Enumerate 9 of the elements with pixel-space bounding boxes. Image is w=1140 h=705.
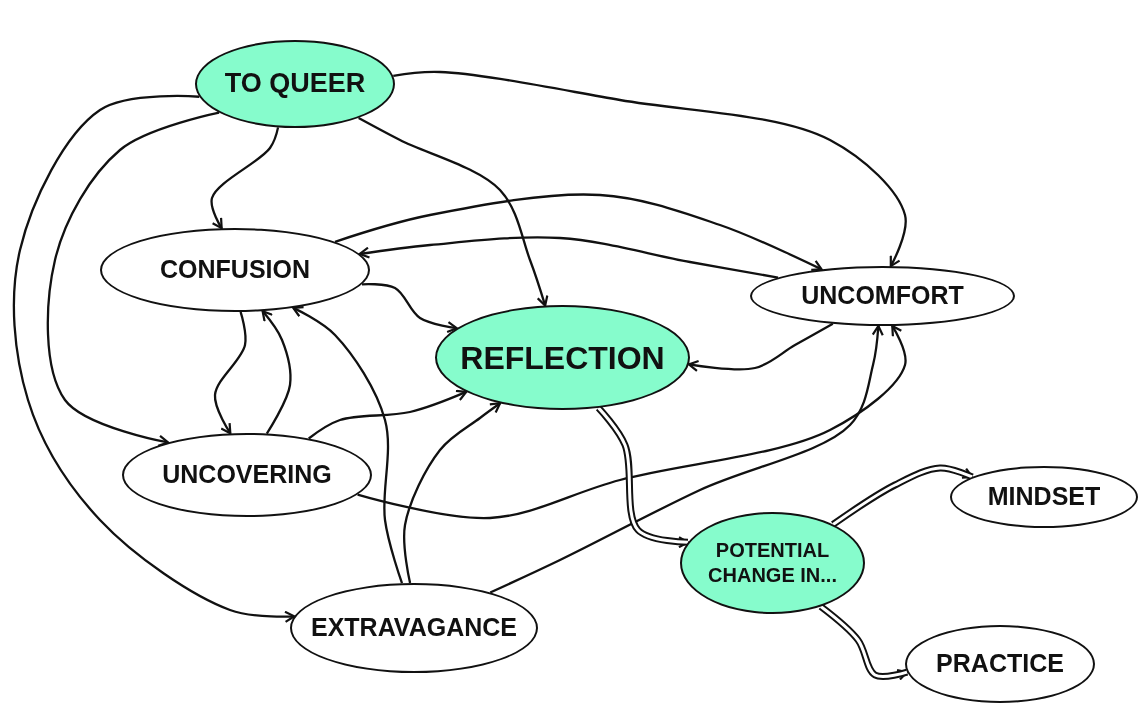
node-label: POTENTIAL CHANGE IN... xyxy=(707,538,838,588)
node-label: MINDSET xyxy=(987,481,1101,513)
node-label: PRACTICE xyxy=(936,648,1064,680)
node-label: REFLECTION xyxy=(460,338,665,378)
node-label: UNCOVERING xyxy=(162,459,332,491)
node-label: EXTRAVAGANCE xyxy=(311,612,517,644)
node-label: UNCOMFORT xyxy=(801,280,964,312)
node-label: TO QUEER xyxy=(224,67,366,101)
node-label: CONFUSION xyxy=(160,254,310,286)
